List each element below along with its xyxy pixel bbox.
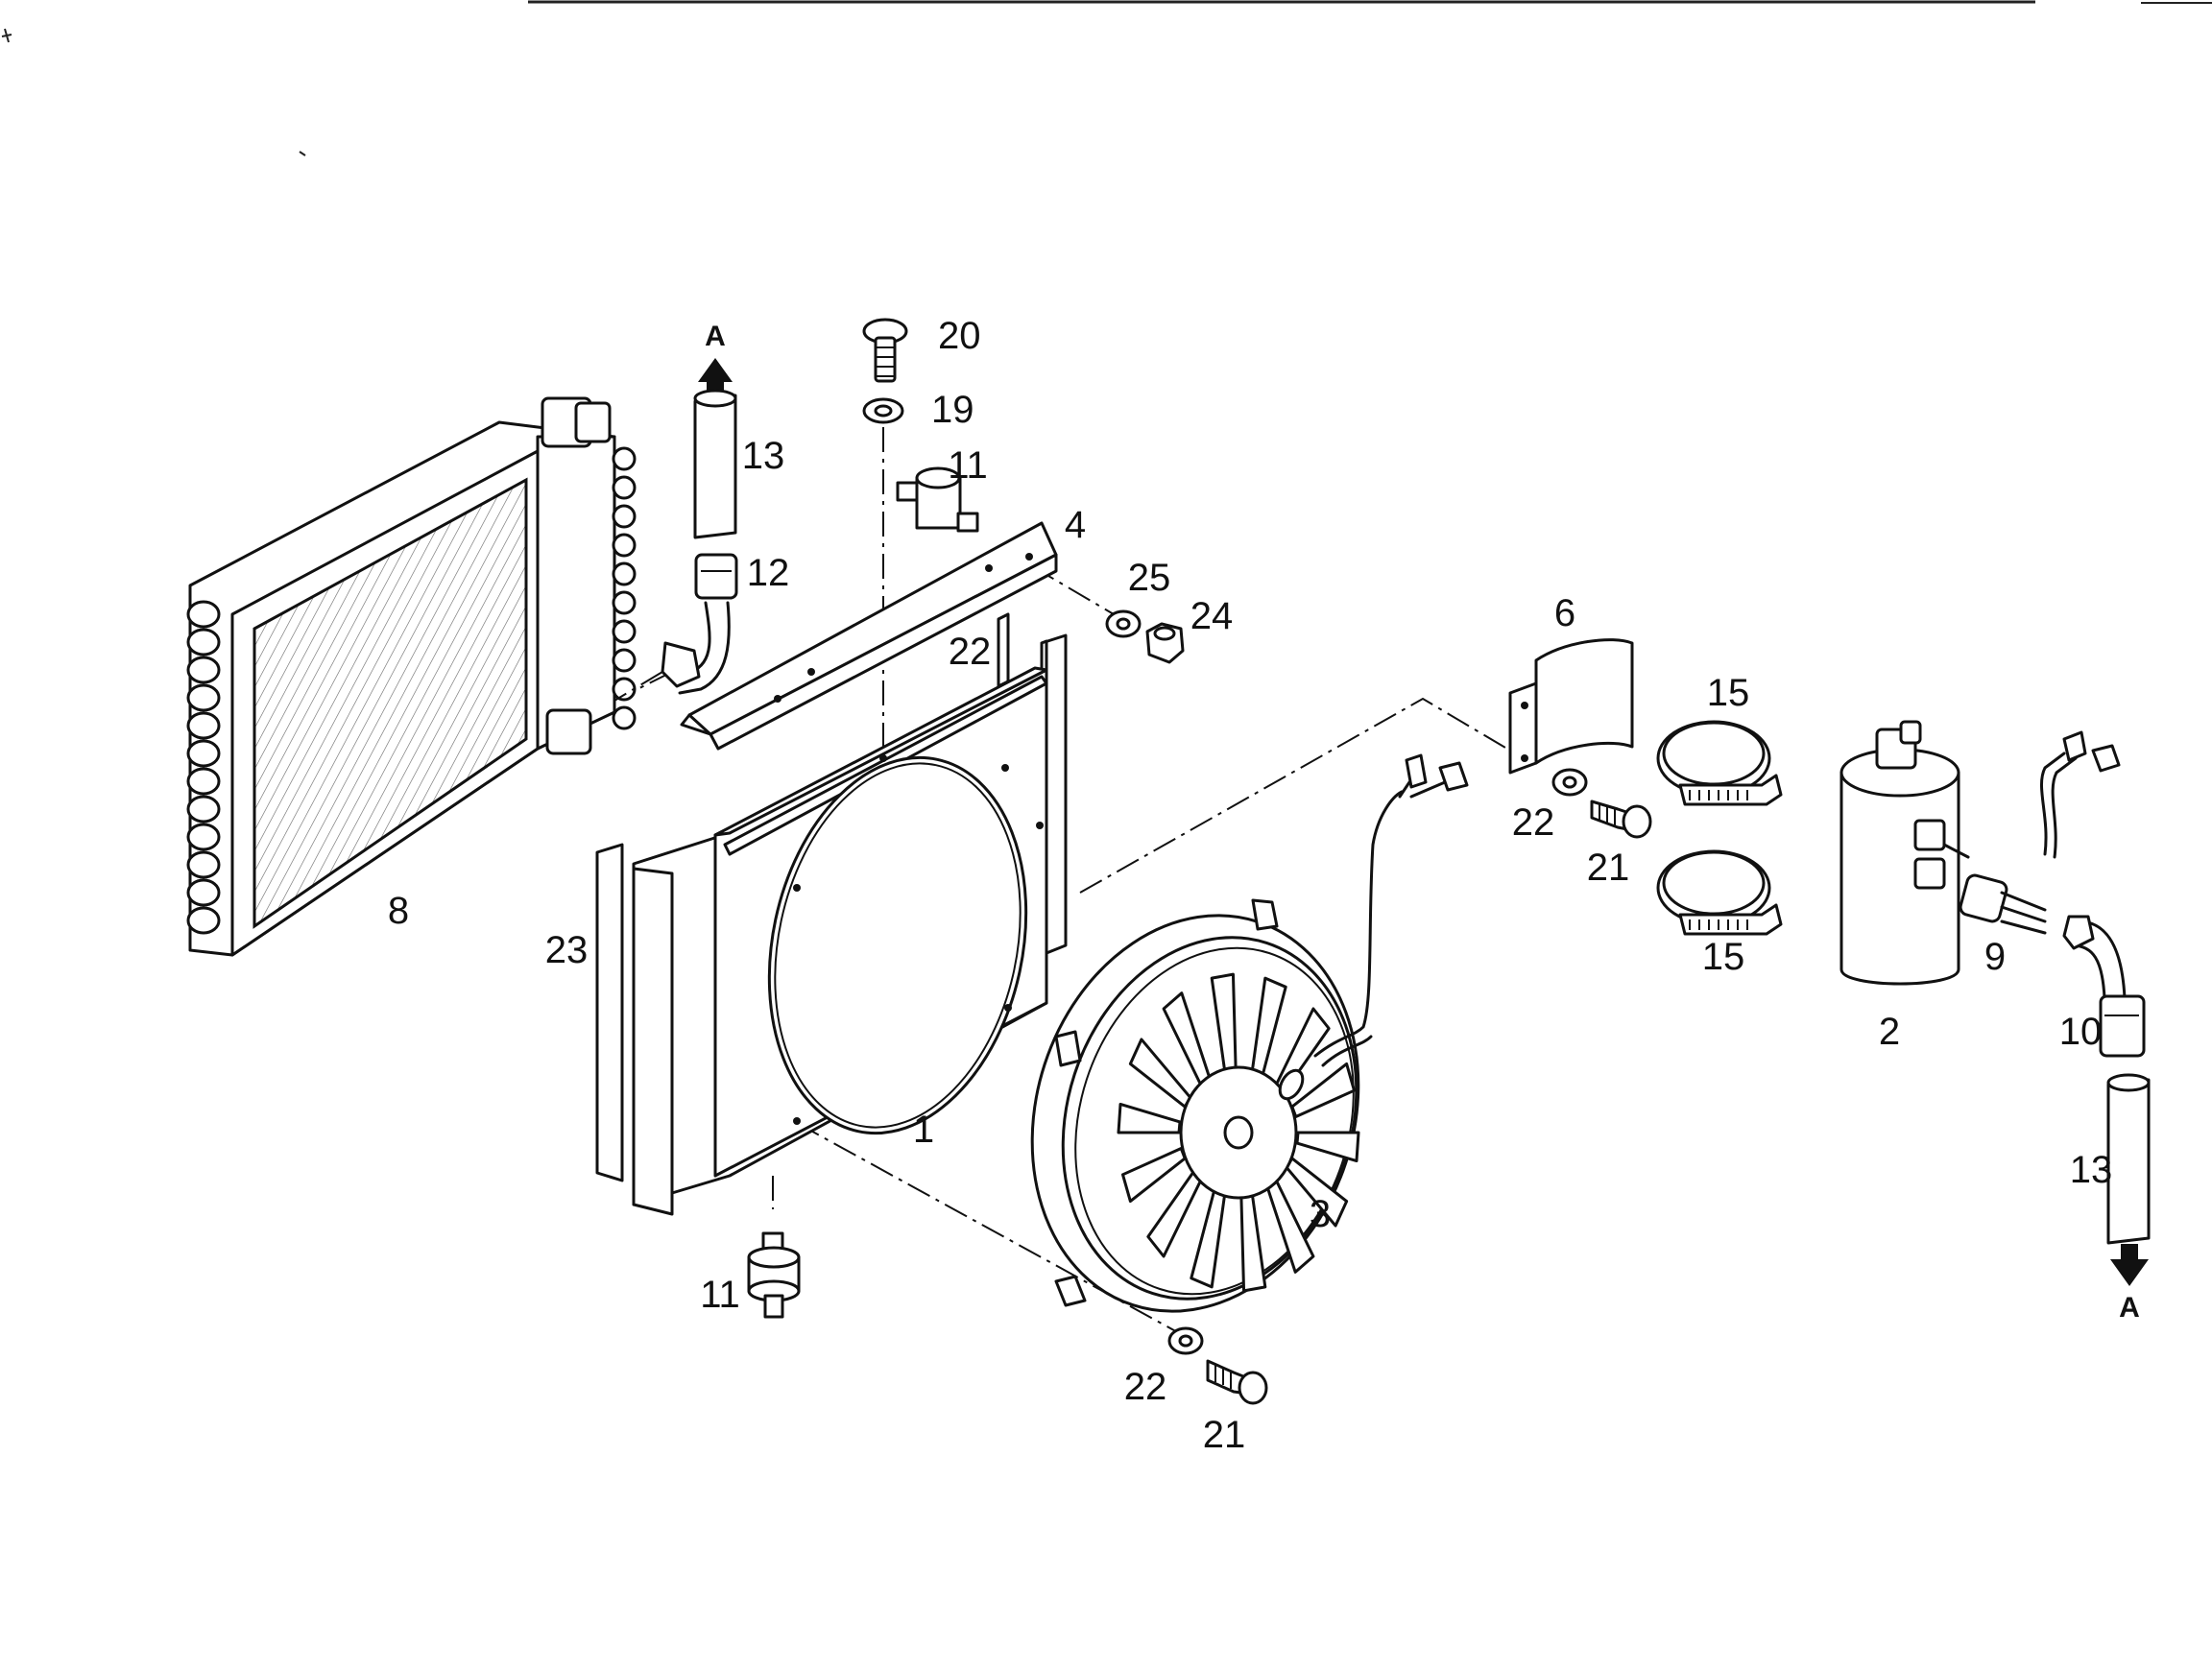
condenser-coil-loop xyxy=(186,767,221,796)
label-23-rear: 22 xyxy=(949,631,992,673)
washer-19 xyxy=(862,397,904,424)
condenser-side-loop xyxy=(612,533,637,558)
hose-clamp-lower xyxy=(1656,849,1783,936)
rubber-mount-lower xyxy=(747,1231,801,1319)
hose-fitting-10 xyxy=(2062,915,2146,1058)
label-1: 1 xyxy=(913,1109,934,1151)
condenser-side-loop xyxy=(612,446,637,471)
label-22-lower: 22 xyxy=(1124,1366,1167,1408)
stray-mark-2 xyxy=(299,151,306,156)
label-9: 9 xyxy=(1984,936,2006,978)
screw-21-lower xyxy=(1206,1359,1268,1405)
fan-shroud xyxy=(632,666,1048,1216)
label-24: 24 xyxy=(1190,595,1234,637)
condenser-side-loop xyxy=(612,475,637,500)
condenser-coil-loop xyxy=(186,628,221,656)
condenser-coil-loop xyxy=(186,656,221,684)
label-13-lower: 13 xyxy=(2070,1149,2113,1191)
label-8: 8 xyxy=(388,890,409,932)
condenser-coil-loop xyxy=(186,683,221,712)
label-22-upper: 22 xyxy=(1512,801,1555,844)
label-13-upper: 13 xyxy=(742,435,785,477)
label-3: 3 xyxy=(1310,1193,1331,1235)
condenser-coil-loop xyxy=(186,795,221,824)
label-20: 20 xyxy=(938,315,981,357)
hose-clamp-upper xyxy=(1656,720,1783,806)
label-4: 4 xyxy=(1065,504,1086,546)
condenser-side-loop xyxy=(612,705,637,730)
connection-label-top: A xyxy=(705,321,726,352)
label-25: 25 xyxy=(1128,557,1171,599)
condenser-side-loop xyxy=(612,561,637,586)
label-10: 10 xyxy=(2059,1011,2103,1053)
condenser-coil-loop xyxy=(186,906,221,935)
receiver-drier xyxy=(1839,720,1960,986)
condenser-coil-loop xyxy=(186,850,221,879)
nut-24 xyxy=(1145,622,1185,664)
label-12: 12 xyxy=(747,552,790,594)
washer-25 xyxy=(1105,609,1142,638)
label-21-lower: 21 xyxy=(1203,1414,1246,1456)
label-11-lower: 11 xyxy=(700,1274,740,1316)
label-15-upper: 15 xyxy=(1707,672,1750,714)
washer-22-lower xyxy=(1167,1326,1204,1355)
condenser-coil-loop xyxy=(186,823,221,851)
label-19: 19 xyxy=(931,389,974,431)
drier-clamp-bracket xyxy=(1508,638,1634,775)
seal-strip-front xyxy=(595,843,624,1182)
rubber-mount-upper xyxy=(896,466,979,533)
condenser-coil-loop xyxy=(186,739,221,768)
label-11-upper: 11 xyxy=(948,444,988,487)
mounting-bracket xyxy=(680,521,1058,751)
hose-fitting-12 xyxy=(613,553,738,702)
label-21-upper: 21 xyxy=(1587,847,1630,889)
label-15-lower: 15 xyxy=(1702,936,1745,978)
label-23-front: 23 xyxy=(545,929,589,971)
refrigerant-hose-upper xyxy=(693,358,737,539)
fan-blade xyxy=(1117,1102,1182,1134)
fan-blade xyxy=(1295,1131,1360,1163)
electric-fan xyxy=(1030,753,1469,1313)
condenser-coil-loop xyxy=(186,600,221,629)
stray-mark xyxy=(1,28,12,43)
washer-22-upper xyxy=(1551,768,1588,797)
callout-labels: A A 20 19 13 11 4 12 25 24 22 6 15 22 21… xyxy=(388,315,2140,1456)
condenser-side-loop xyxy=(612,648,637,673)
screw-21-upper xyxy=(1590,800,1652,839)
condenser-side-loop xyxy=(612,677,637,702)
connection-label-bottom: A xyxy=(2119,1292,2140,1324)
refrigerant-hose-lower xyxy=(2106,1073,2151,1286)
condenser-coil-loop xyxy=(186,878,221,907)
condenser-side-loop xyxy=(612,504,637,529)
label-2: 2 xyxy=(1879,1011,1900,1053)
screw-20 xyxy=(862,318,908,383)
label-6: 6 xyxy=(1554,592,1575,634)
condenser-side-loop xyxy=(612,590,637,615)
condenser xyxy=(186,396,637,957)
pressure-switch xyxy=(1942,730,2121,935)
condenser-coil-loop xyxy=(186,711,221,740)
condenser-side-loop xyxy=(612,619,637,644)
